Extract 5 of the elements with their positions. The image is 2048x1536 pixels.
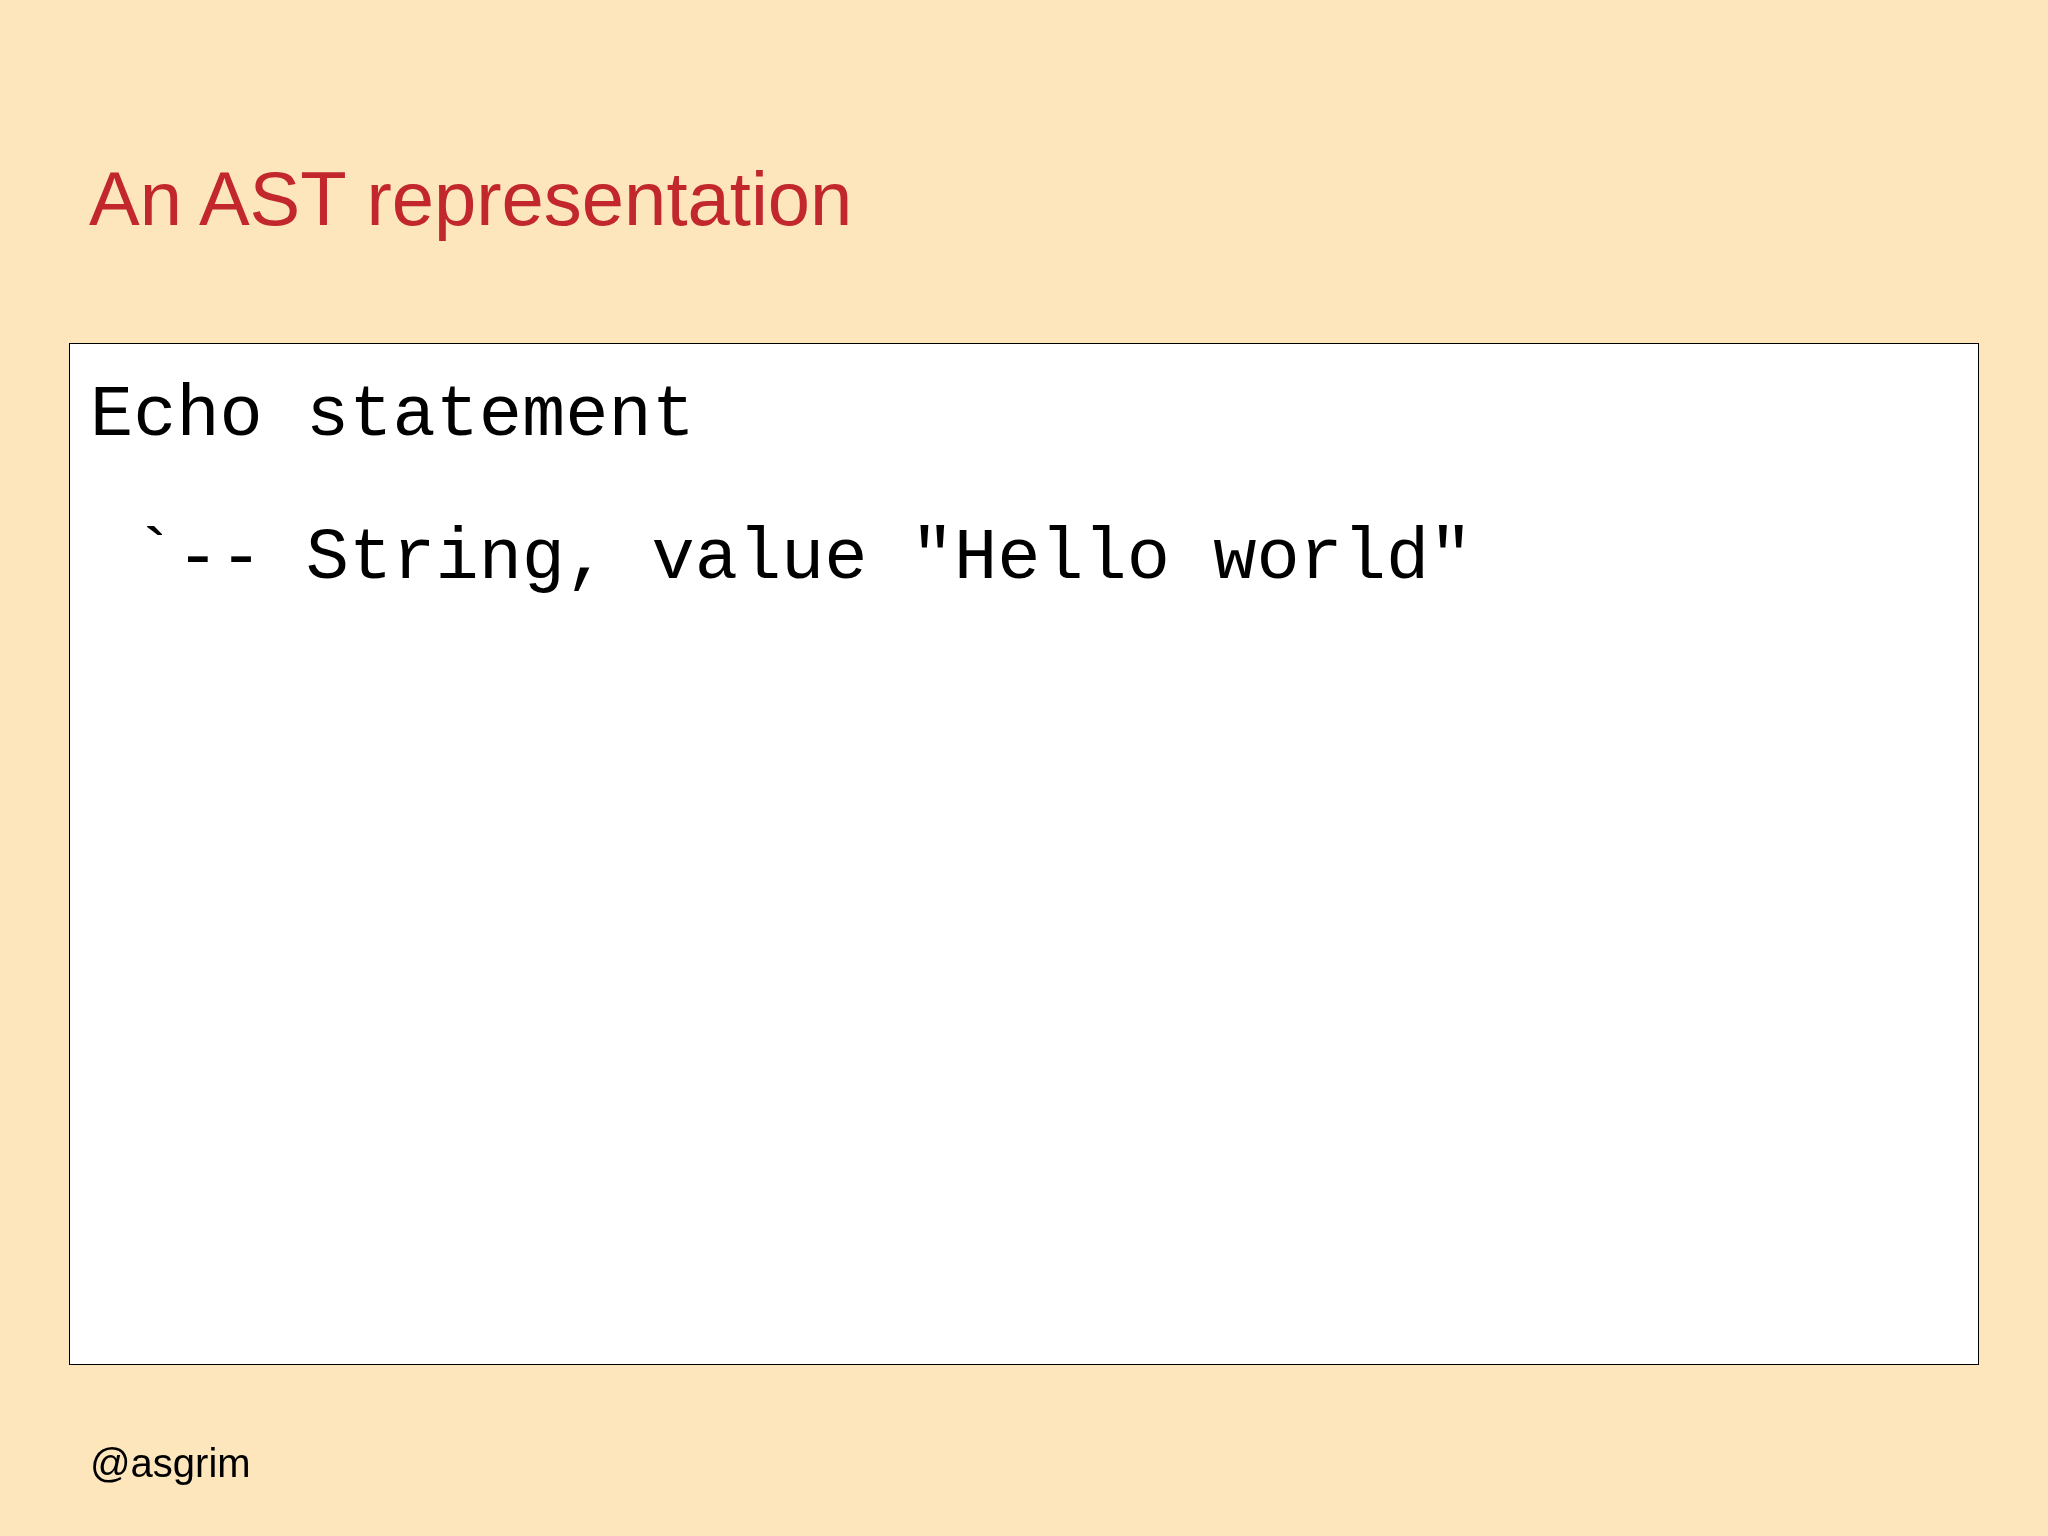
code-text: `-- String, value "Hello world" xyxy=(133,517,1473,602)
slide-title: An AST representation xyxy=(89,155,853,242)
code-panel xyxy=(69,343,1979,1365)
code-text: Echo statement xyxy=(90,374,695,459)
handle-text: @asgrim xyxy=(90,1440,251,1486)
